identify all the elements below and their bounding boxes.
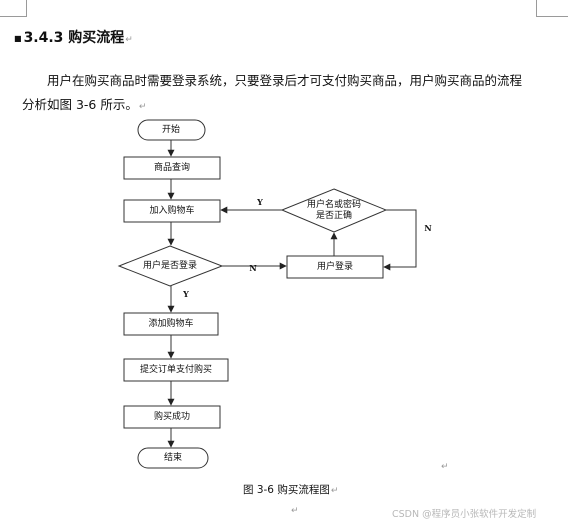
check-login-label: 用户是否登录: [143, 259, 197, 271]
purchase-success-label: 购买成功: [154, 410, 190, 422]
body-text-line-2-text: 分析如图 3-6 所示。: [22, 97, 138, 112]
paragraph-mark-icon: ↵: [125, 35, 133, 45]
submit-order-box: [123, 358, 229, 382]
check-login-no-label: N: [249, 263, 256, 273]
body-text-line-2: 分析如图 3-6 所示。↵: [22, 94, 146, 113]
user-login-box: [286, 255, 384, 279]
heading-bullet-icon: ■: [14, 33, 22, 43]
section-heading-text: 3.4.3 购买流程: [23, 30, 125, 46]
credentials-yes-label: Y: [256, 197, 263, 207]
end-label: 结束: [164, 451, 182, 463]
crop-mark-top-left: [0, 0, 27, 17]
start-label: 开始: [162, 123, 180, 135]
credentials-diamond: [280, 188, 388, 233]
user-login-label: 用户登录: [317, 260, 353, 272]
credentials-no-label: N: [424, 223, 431, 233]
check-login-yes-label: Y: [182, 289, 189, 299]
credentials-label-line-2: 是否正确: [316, 209, 352, 221]
watermark: CSDN @程序员小张软件开发定制: [392, 509, 537, 520]
end-terminal: [137, 447, 209, 469]
purchase-success-box: [123, 405, 221, 429]
paragraph-mark-icon: ↵: [330, 486, 339, 496]
crop-mark-top-right: [536, 0, 568, 17]
paragraph-mark-icon: ↵: [138, 102, 147, 112]
check-login-diamond: [117, 245, 224, 287]
section-heading: ■3.4.3 购买流程↵: [14, 27, 133, 47]
figure-caption-text: 图 3-6 购买流程图: [243, 484, 330, 496]
body-text-line-1: 用户在购买商品时需要登录系统，只要登录后才可支付购买商品，用户购买商品的流程: [47, 73, 523, 88]
paragraph-mark-icon: ↵: [441, 462, 449, 472]
search-label: 商品查询: [154, 161, 190, 173]
figure-caption: 图 3-6 购买流程图↵: [243, 482, 338, 497]
add-to-cart-box: [123, 199, 221, 223]
arrow-credentials-no: [383, 209, 417, 271]
paragraph-mark-icon: ↵: [291, 506, 299, 516]
credentials-label-line-1: 用户名或密码: [307, 198, 361, 210]
submit-order-label: 提交订单支付购买: [140, 363, 212, 375]
add-to-cart-2-label: 添加购物车: [148, 317, 193, 329]
add-to-cart-label: 加入购物车: [149, 204, 194, 216]
search-box: [123, 156, 221, 180]
